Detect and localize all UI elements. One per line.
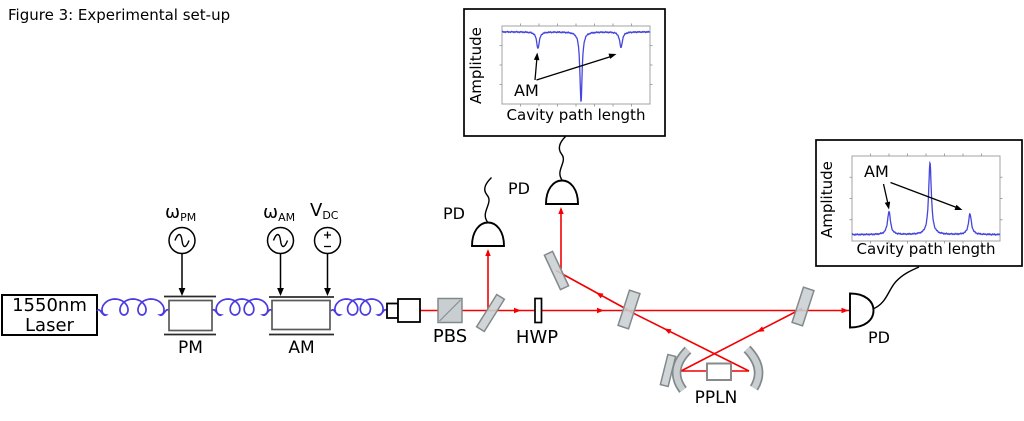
figure-title: Figure 3: Experimental set-up (8, 6, 231, 24)
pbs-cube (437, 297, 463, 324)
transmission-am-annotation: AM (864, 162, 889, 181)
transmission-curve (851, 160, 1001, 237)
curved-mirror-left-face (673, 347, 691, 392)
arrowhead-icon (841, 307, 849, 314)
fiber-collimator (386, 298, 421, 323)
pbs-label: PBS (432, 326, 468, 347)
pd3-label: PD (868, 328, 890, 347)
pm-modulator-label: PM (178, 338, 203, 358)
ppln-crystal (706, 362, 732, 381)
am-annotation-arrow (882, 183, 889, 205)
transmission-ylabel: Amplitude (818, 161, 836, 238)
sine-wave-icon (272, 233, 289, 248)
pd3-cable (872, 266, 920, 310)
reflection-pickoff-mirror (543, 250, 570, 291)
fiber-connector (386, 302, 399, 319)
reflection-inset-box (463, 8, 666, 137)
arrowheads (178, 52, 963, 335)
arrowhead-icon (954, 204, 963, 210)
dc-bias-source (313, 226, 342, 290)
cavity-output-mirror (791, 286, 815, 327)
ppln-label: PPLN (694, 388, 738, 408)
arrowhead-icon (485, 249, 491, 256)
hwp-label: HWP (515, 327, 559, 348)
photodetector-reflection (545, 179, 579, 205)
reflection-axis-ticks (499, 23, 653, 107)
transmission-axis-ticks (849, 153, 1003, 244)
laser-label-line2: Laser (25, 314, 74, 336)
beam-sampler-mirror (475, 293, 506, 333)
transmission-inset-box (815, 139, 1023, 267)
pd2-cable (558, 136, 566, 181)
fiber-coil-1 (96, 298, 170, 317)
am-annotation-arrow (534, 56, 538, 81)
reflection-xlabel: Cavity path length (506, 106, 646, 124)
am-box (271, 299, 331, 331)
arrowhead-icon (533, 52, 540, 61)
cavity-diagonal-right (680, 307, 803, 372)
photodetector-transmission (849, 292, 875, 329)
phase-modulator (164, 295, 216, 336)
pd2-label: PD (508, 179, 530, 198)
transmission-xlabel: Cavity path length (856, 240, 996, 258)
arrowhead-icon (178, 288, 186, 296)
arrowhead-icon (324, 288, 331, 296)
laser-label-line1: 1550nm (12, 295, 87, 316)
photodetector-pbs-port (471, 221, 505, 247)
omega-am-label: ωAM (263, 202, 296, 224)
vdc-label: VDC (310, 200, 339, 222)
cavity-diagonal-left (628, 310, 750, 372)
reflection-curve (501, 30, 651, 102)
arrowhead-icon (884, 201, 891, 210)
arrowhead-icon (514, 307, 521, 314)
cavity-reflection-beam (555, 269, 629, 311)
laser-label: 1550nm Laser (2, 296, 97, 336)
pd1-cable (484, 177, 492, 223)
pm-box (168, 299, 213, 332)
transmission-inset (815, 139, 1023, 267)
reflection-am-annotation: AM (514, 81, 539, 100)
arrowhead-icon (608, 53, 617, 59)
fiber-coil-2 (211, 298, 273, 317)
pbs-diagonal (439, 299, 461, 322)
sine-wave-icon (174, 233, 190, 248)
omega-pm-label: ωPM (165, 202, 197, 224)
arrowhead-icon (664, 328, 672, 335)
cavity-input-mirror (617, 289, 641, 330)
collimator-body (397, 298, 421, 323)
am-annotation-arrow (890, 181, 959, 209)
reflection-ylabel: Amplitude (467, 27, 485, 104)
half-wave-plate (534, 297, 543, 324)
amplitude-modulator (269, 296, 334, 336)
arrowhead-icon (597, 307, 604, 314)
laser-box (1, 294, 98, 336)
am-annotation-arrow (536, 55, 612, 81)
am-modulator-label: AM (288, 338, 315, 358)
arrowhead-icon (757, 326, 765, 332)
reflection-inset (463, 8, 666, 137)
am-drive-source (266, 226, 295, 290)
fiber-coil-3 (330, 298, 388, 317)
arrowhead-icon (277, 288, 284, 296)
arrowhead-icon (596, 292, 604, 299)
pm-drive-source (168, 226, 196, 290)
pd1-label: PD (443, 204, 465, 223)
bowtie-cavity (617, 286, 815, 393)
dc-source-icon (313, 226, 342, 255)
arrowhead-icon (558, 207, 564, 214)
curved-mirror-right-face (744, 346, 762, 390)
